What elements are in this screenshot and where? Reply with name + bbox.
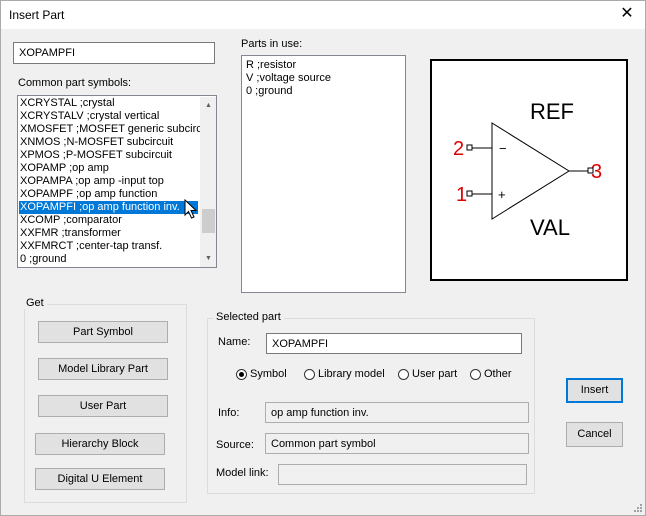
common-symbol-item[interactable]: XCRYSTAL ;crystal — [20, 97, 115, 109]
resize-grip-icon[interactable] — [631, 501, 643, 513]
selected-part-title: Selected part — [213, 311, 284, 323]
common-symbol-item[interactable]: XXFMR ;transformer — [20, 227, 121, 239]
common-symbol-item[interactable]: XOPAMP ;op amp — [20, 162, 109, 174]
radio-label: User part — [412, 368, 458, 380]
model-link-field[interactable] — [278, 464, 527, 485]
scroll-up-icon[interactable]: ▲ — [205, 102, 212, 109]
source-label: Source: — [216, 439, 254, 451]
radio-circle — [236, 368, 247, 380]
ref-label: REF — [530, 99, 574, 124]
pin-1-number: 1 — [456, 184, 467, 206]
radio-label: Library model — [318, 368, 385, 380]
name-field[interactable]: XOPAMPFI — [266, 333, 522, 354]
part-symbol-button[interactable]: Part Symbol — [38, 321, 168, 343]
cancel-button[interactable]: Cancel — [566, 422, 623, 447]
radio-label: Symbol — [250, 368, 287, 380]
hierarchy-block-button[interactable]: Hierarchy Block — [35, 433, 165, 455]
parts-in-use-item[interactable]: R ;resistor — [246, 59, 297, 71]
common-symbol-item[interactable]: XMOSFET ;MOSFET generic subcircui — [20, 123, 211, 135]
pin-3-number: 3 — [591, 161, 602, 183]
minus-sign: − — [499, 141, 507, 156]
pin-2-number: 2 — [453, 138, 464, 160]
common-symbol-item[interactable]: XOPAMPFI ;op amp function inv. — [19, 201, 198, 214]
radio-circle — [304, 368, 315, 380]
scroll-down-icon[interactable]: ▼ — [205, 255, 212, 262]
mouse-cursor-icon — [184, 199, 198, 219]
common-symbol-item[interactable]: XCRYSTALV ;crystal vertical — [20, 110, 160, 122]
symbol-preview: − + REF VAL 2 1 3 — [430, 59, 628, 281]
source-field: Common part symbol — [265, 433, 529, 454]
parts-in-use-item[interactable]: 0 ;ground — [246, 85, 293, 97]
radio-label: Other — [484, 368, 512, 380]
digital-u-element-button[interactable]: Digital U Element — [35, 468, 165, 490]
pin-2-node — [466, 144, 473, 151]
selected-part-group — [207, 318, 535, 494]
get-group — [24, 304, 187, 503]
common-symbols-scrollbar[interactable]: ▲ ▼ — [200, 97, 216, 267]
parts-in-use-label: Parts in use: — [241, 38, 303, 50]
common-symbol-item[interactable]: XCOMP ;comparator — [20, 214, 122, 226]
name-label: Name: — [218, 336, 251, 348]
radio-circle — [398, 368, 409, 380]
close-icon[interactable]: ✕ — [620, 5, 634, 22]
part-name-input[interactable]: XOPAMPFI — [13, 42, 215, 64]
common-symbol-item[interactable]: 0 ;ground — [20, 253, 67, 265]
scroll-thumb[interactable] — [202, 209, 215, 233]
model-library-part-button[interactable]: Model Library Part — [38, 358, 168, 380]
common-symbol-item[interactable]: XOPAMPF ;op amp function — [20, 188, 158, 200]
opamp-triangle — [491, 122, 570, 220]
window-title: Insert Part — [9, 8, 65, 22]
info-field: op amp function inv. — [265, 402, 529, 423]
model-link-label: Model link: — [216, 467, 269, 479]
common-symbol-item[interactable]: XNMOS ;N-MOSFET subcircuit — [20, 136, 174, 148]
info-label: Info: — [218, 407, 240, 419]
other-radio[interactable]: Other — [470, 367, 512, 383]
title-bar: Insert Part ✕ — [1, 1, 645, 29]
symbol-radio[interactable]: Symbol — [236, 367, 287, 383]
common-symbols-label: Common part symbols: — [18, 77, 132, 89]
pin-3-node — [587, 167, 594, 174]
user-part-button[interactable]: User Part — [38, 395, 168, 417]
val-label: VAL — [530, 215, 570, 240]
plus-sign: + — [498, 187, 506, 202]
insert-button[interactable]: Insert — [566, 378, 623, 403]
library-model-radio[interactable]: Library model — [304, 367, 385, 383]
get-group-title: Get — [23, 297, 47, 309]
common-symbol-item[interactable]: XOPAMPA ;op amp -input top — [20, 175, 164, 187]
opamp-symbol: − + REF VAL 2 1 3 — [453, 99, 602, 240]
pin-1-node — [466, 190, 473, 197]
user-part-radio[interactable]: User part — [398, 367, 457, 383]
radio-circle — [470, 368, 481, 380]
parts-in-use-item[interactable]: V ;voltage source — [246, 72, 331, 84]
common-symbol-item[interactable]: XPMOS ;P-MOSFET subcircuit — [20, 149, 172, 161]
common-symbol-item[interactable]: XXFMRCT ;center-tap transf. — [20, 240, 163, 252]
